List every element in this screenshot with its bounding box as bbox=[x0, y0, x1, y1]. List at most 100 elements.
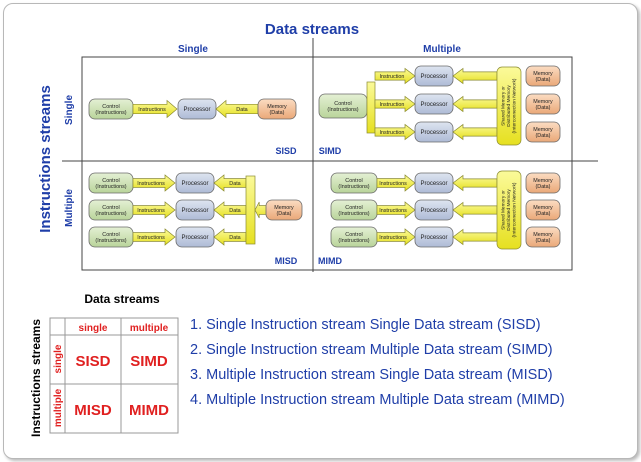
taxonomy-grid bbox=[81, 56, 573, 271]
summary-mimd: MIMD bbox=[129, 402, 169, 419]
misd-control-box-2-label: Control(Instructions) bbox=[95, 205, 126, 217]
summary-table-grid bbox=[49, 317, 179, 434]
simd-memory-box-2-label: Memory(Data) bbox=[533, 99, 553, 111]
mimd-memory-box-1 bbox=[525, 172, 561, 194]
mimd-shared-memory-label: Shared Memory orDistributed Memory(Inter… bbox=[501, 182, 518, 237]
definition-list: 1. Single Instruction stream Single Data… bbox=[190, 313, 565, 413]
mimd-instructions-arrow-2 bbox=[376, 201, 416, 219]
simd-memory-box-3-label: Memory(Data) bbox=[533, 127, 553, 139]
misd-memory-box bbox=[265, 199, 303, 221]
column-header-single: Single bbox=[178, 44, 208, 55]
simd-instruction-arrow-1-label: Instruction bbox=[380, 74, 405, 80]
misd-data-arrow-1 bbox=[213, 174, 247, 192]
misd-data-arrow-2 bbox=[213, 201, 247, 219]
summary-col-multiple: multiple bbox=[130, 323, 169, 334]
simd-memory-box-3 bbox=[525, 121, 561, 143]
mimd-processor-box-1-label: Processor bbox=[420, 181, 447, 187]
mimd-processor-box-2-label: Processor bbox=[420, 208, 447, 214]
mimd-memory-box-3 bbox=[525, 226, 561, 248]
misd-instructions-arrow-3-label: Instructions bbox=[137, 235, 165, 241]
summary-row-single: single bbox=[53, 344, 64, 373]
column-header-multiple: Multiple bbox=[423, 44, 461, 55]
row-header-single: Single bbox=[64, 95, 75, 125]
simd-control-box-label: Control(Instructions) bbox=[327, 101, 358, 113]
misd-instructions-arrow-1-label: Instructions bbox=[137, 181, 165, 187]
misd-memory-arrow bbox=[254, 201, 268, 219]
mimd-processor-box-3-label: Processor bbox=[420, 235, 447, 241]
simd-memory-box-1 bbox=[525, 65, 561, 87]
misd-data-arrow-2-label: Data bbox=[229, 208, 240, 214]
mimd-shared-memory bbox=[496, 170, 522, 250]
simd-quadrant-label: SIMD bbox=[319, 146, 342, 156]
simd-data-arrow-3 bbox=[452, 123, 498, 141]
row-header-multiple: Multiple bbox=[64, 189, 75, 227]
simd-instruction-arrow-3 bbox=[374, 123, 416, 141]
misd-data-bus bbox=[245, 175, 256, 245]
sisd-data-arrow bbox=[215, 99, 259, 119]
misd-memory-box-label: Memory(Data) bbox=[274, 205, 294, 217]
mimd-control-box-3-label: Control(Instructions) bbox=[338, 232, 369, 244]
misd-processor-box-1-label: Processor bbox=[181, 181, 208, 187]
simd-processor-box-3-label: Processor bbox=[420, 130, 447, 136]
mimd-memory-box-2 bbox=[525, 199, 561, 221]
sisd-control-box-label: Control(Instructions) bbox=[95, 104, 126, 116]
misd-processor-box-3-label: Processor bbox=[181, 235, 208, 241]
misd-processor-box-2-label: Processor bbox=[181, 208, 208, 214]
misd-instructions-arrow-3 bbox=[132, 228, 176, 246]
misd-control-box-3-label: Control(Instructions) bbox=[95, 232, 126, 244]
misd-control-box-1-label: Control(Instructions) bbox=[95, 178, 126, 190]
misd-data-arrow-3 bbox=[213, 228, 247, 246]
misd-instructions-arrow-2-label: Instructions bbox=[137, 208, 165, 214]
summary-row-multiple: multiple bbox=[53, 388, 64, 427]
mimd-memory-box-2-label: Memory(Data) bbox=[533, 205, 553, 217]
mimd-control-box-1-label: Control(Instructions) bbox=[338, 178, 369, 190]
summary-simd: SIMD bbox=[130, 353, 168, 370]
sisd-quadrant-label: SISD bbox=[275, 146, 297, 156]
simd-instruction-arrow-2-label: Instruction bbox=[380, 102, 405, 108]
simd-memory-box-2 bbox=[525, 93, 561, 115]
mimd-memory-box-1-label: Memory(Data) bbox=[533, 178, 553, 190]
data-streams-title: Data streams bbox=[265, 21, 359, 38]
summary-misd: MISD bbox=[74, 402, 112, 419]
summary-sisd: SISD bbox=[75, 353, 110, 370]
simd-shared-memory bbox=[496, 66, 522, 146]
simd-processor-box-2-label: Processor bbox=[420, 102, 447, 108]
definition-simd: 2. Single Instruction stream Multiple Da… bbox=[190, 342, 553, 358]
mimd-instructions-arrow-1 bbox=[376, 174, 416, 192]
instructions-streams-axis-label: Instructions streams bbox=[37, 85, 54, 233]
definition-mimd: 4. Multiple Instruction stream Multiple … bbox=[190, 392, 565, 408]
sisd-memory-box bbox=[257, 98, 297, 120]
mimd-instructions-arrow-3 bbox=[376, 228, 416, 246]
misd-quadrant-label: MISD bbox=[275, 256, 298, 266]
mimd-instructions-arrow-1-label: Instructions bbox=[379, 181, 407, 187]
mimd-data-arrow-1 bbox=[452, 174, 498, 192]
mimd-memory-box-3-label: Memory(Data) bbox=[533, 232, 553, 244]
summary-col-single: single bbox=[79, 323, 108, 334]
mimd-quadrant-label: MIMD bbox=[318, 256, 342, 266]
simd-instruction-arrow-3-label: Instruction bbox=[380, 130, 405, 136]
simd-data-arrow-2 bbox=[452, 95, 498, 113]
sisd-processor-box-label: Processor bbox=[183, 107, 210, 113]
summary-instructions-streams-label: Instructions streams bbox=[29, 319, 43, 437]
mimd-instructions-arrow-2-label: Instructions bbox=[379, 208, 407, 214]
sisd-instructions-arrow bbox=[132, 99, 178, 119]
misd-instructions-arrow-1 bbox=[132, 174, 176, 192]
sisd-instructions-arrow-label: Instructions bbox=[138, 107, 166, 113]
misd-data-arrow-3-label: Data bbox=[229, 235, 240, 241]
definition-misd: 3. Multiple Instruction stream Single Da… bbox=[190, 367, 553, 383]
simd-processor-box-1-label: Processor bbox=[420, 74, 447, 80]
mimd-instructions-arrow-3-label: Instructions bbox=[379, 235, 407, 241]
simd-data-arrow-1 bbox=[452, 67, 498, 85]
mimd-data-arrow-2 bbox=[452, 201, 498, 219]
definition-sisd: 1. Single Instruction stream Single Data… bbox=[190, 317, 541, 333]
sisd-data-arrow-label: Data bbox=[236, 107, 247, 113]
simd-instruction-arrow-2 bbox=[374, 95, 416, 113]
mimd-data-arrow-3 bbox=[452, 228, 498, 246]
misd-data-arrow-1-label: Data bbox=[229, 181, 240, 187]
simd-memory-box-1-label: Memory(Data) bbox=[533, 71, 553, 83]
sisd-memory-box-label: Memory(Data) bbox=[267, 104, 287, 116]
simd-instruction-arrow-1 bbox=[374, 67, 416, 85]
simd-instruction-bus bbox=[366, 81, 376, 134]
misd-instructions-arrow-2 bbox=[132, 201, 176, 219]
